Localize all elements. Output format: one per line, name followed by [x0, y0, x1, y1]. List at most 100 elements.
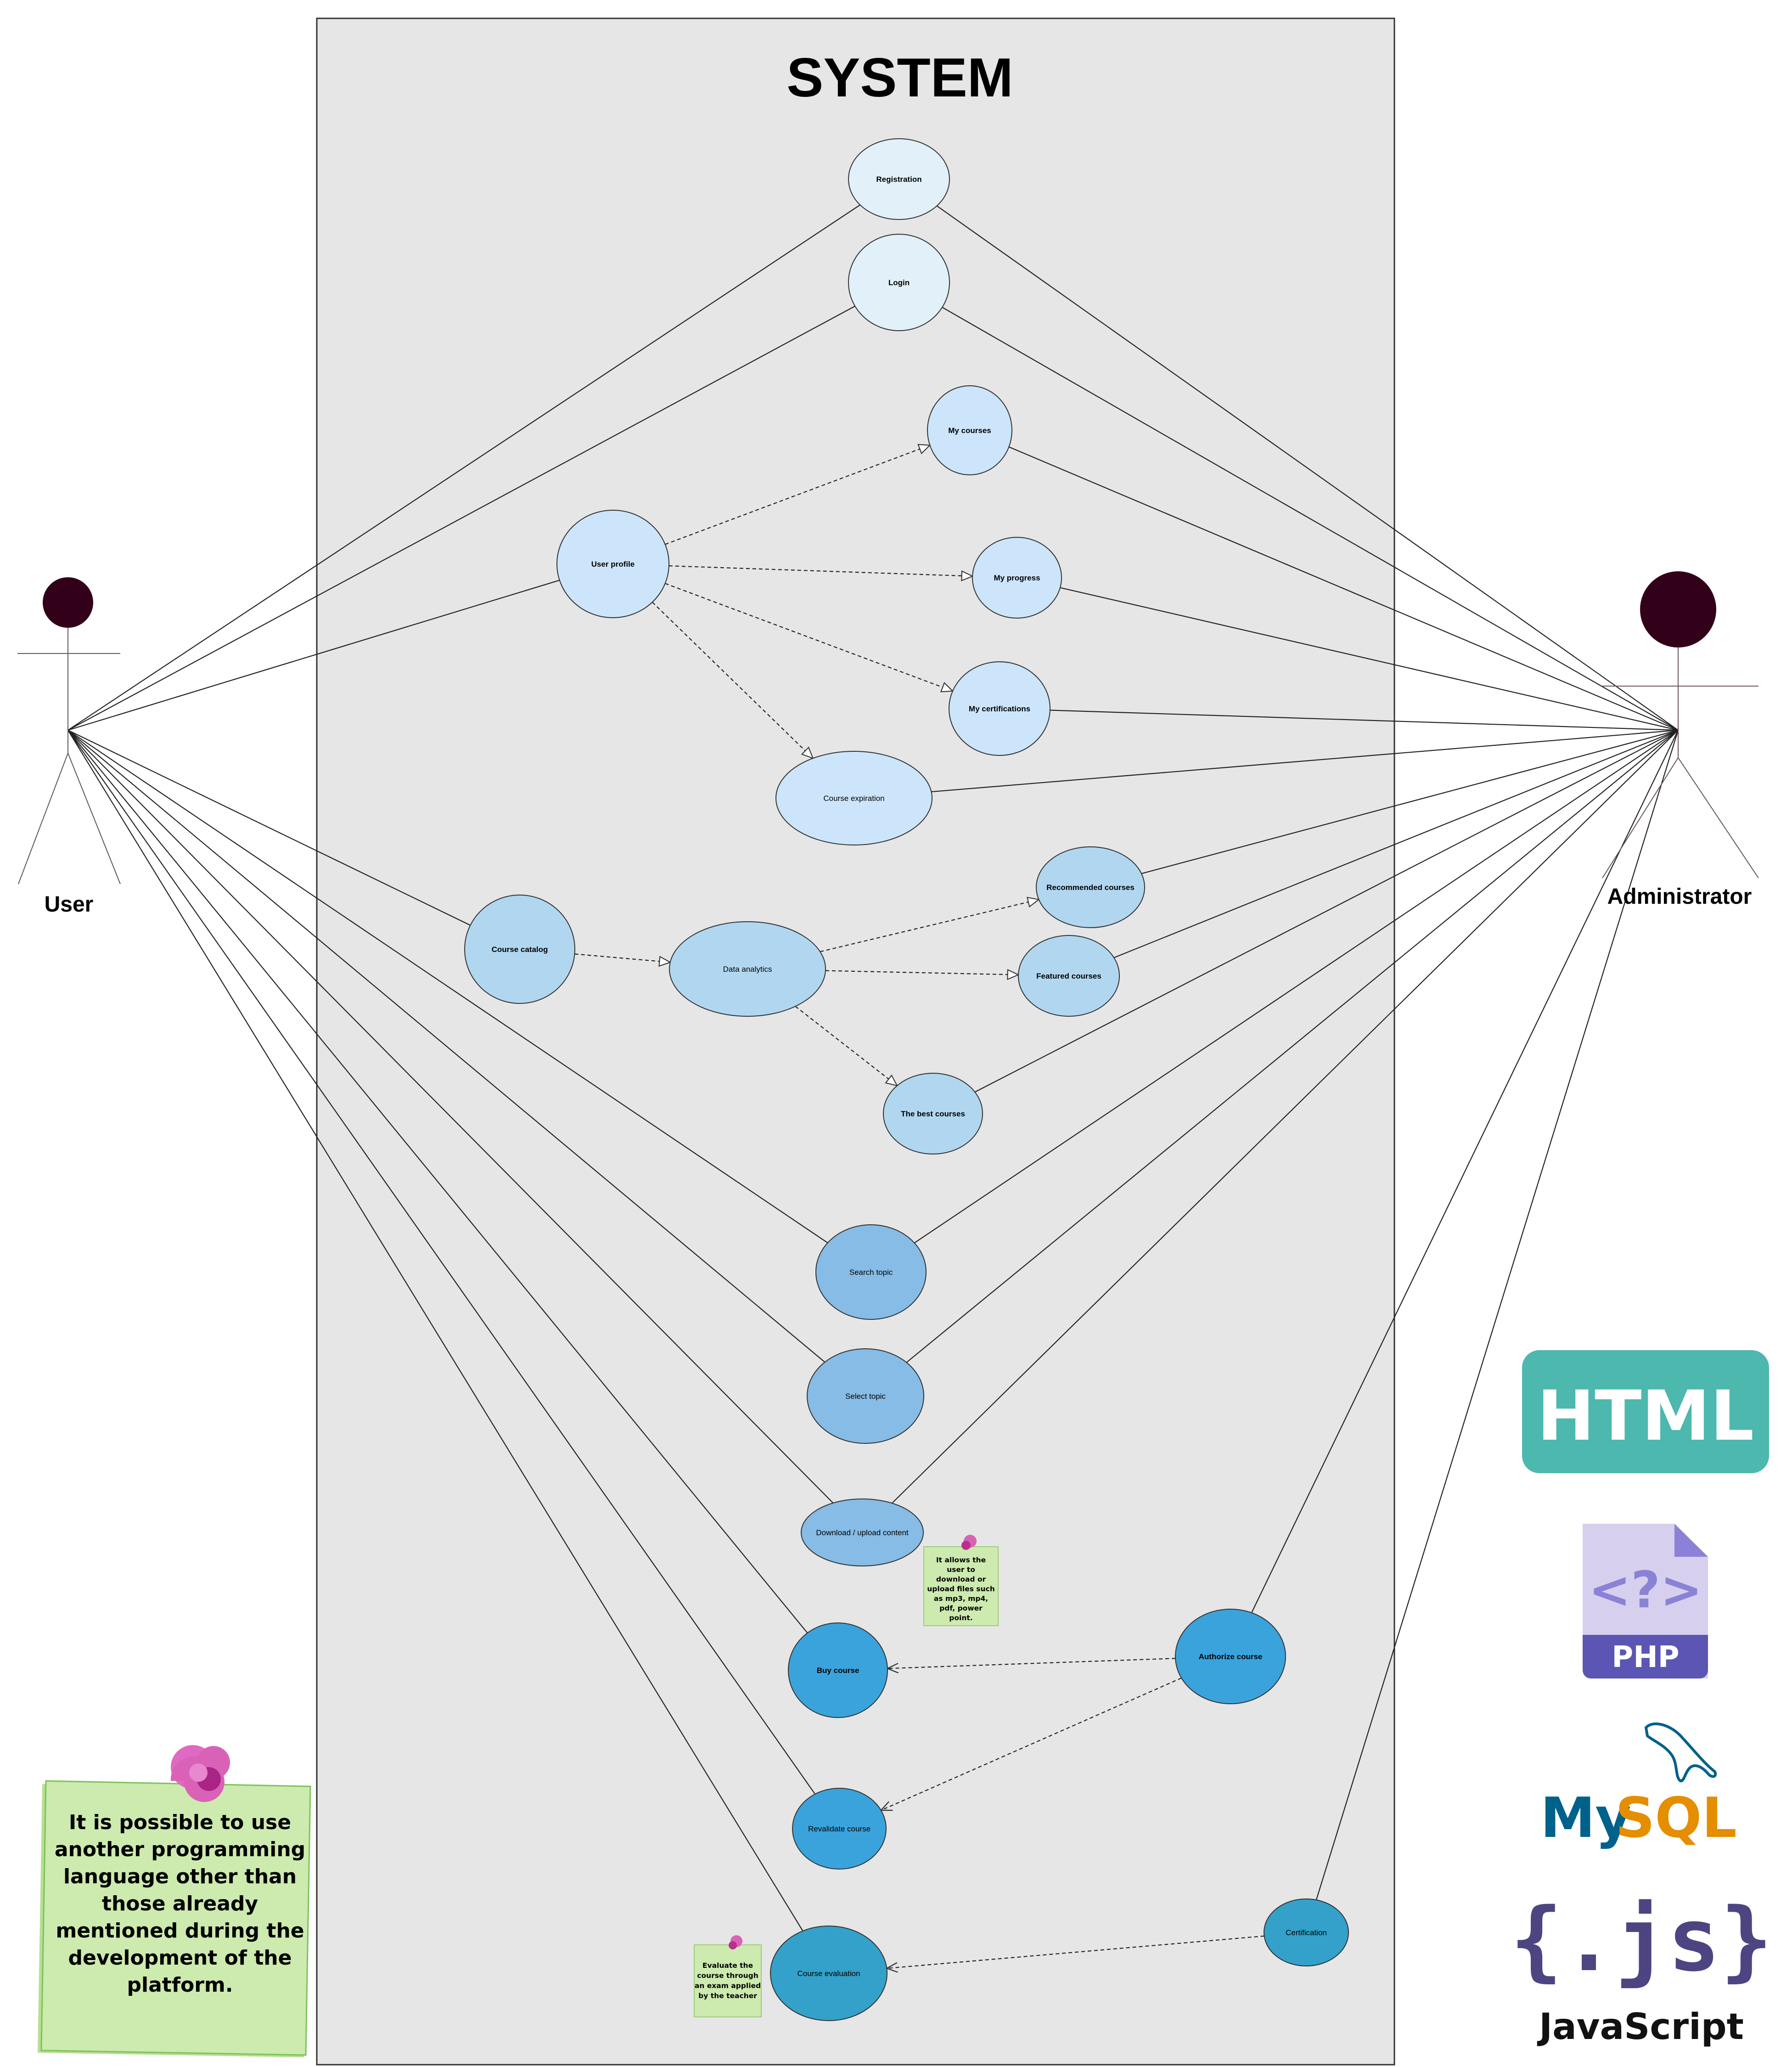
use-case-authorize-course[interactable]: Authorize course	[1175, 1609, 1286, 1704]
use-case-ellipse	[883, 1073, 983, 1155]
admin-association-download-upload	[892, 730, 1679, 1504]
use-case-download-upload[interactable]: Download / upload content	[801, 1498, 924, 1566]
administrator-actor-label: Administrator	[1607, 884, 1752, 909]
use-case-login[interactable]: Login	[848, 234, 950, 331]
note-line: upload files such	[927, 1585, 994, 1593]
use-case-search-topic[interactable]: Search topic	[815, 1224, 927, 1320]
system-boundary	[316, 17, 1395, 2066]
use-case-label: My certifications	[969, 704, 1030, 713]
dependency-data-analytics-to-best-courses	[795, 1006, 897, 1086]
admin-association-course-expiration	[931, 729, 1679, 793]
user-actor-label: User	[45, 892, 94, 917]
admin-association-featured-courses	[1113, 729, 1679, 958]
use-case-label: My progress	[994, 574, 1040, 582]
association-lines	[67, 204, 1679, 1932]
use-case-ellipse	[788, 1622, 888, 1718]
dependency-data-analytics-to-featured-courses	[825, 971, 1018, 975]
use-case-buy-course[interactable]: Buy course	[788, 1622, 888, 1718]
mysql-my-text: My	[1540, 1786, 1631, 1850]
use-case-ellipse	[556, 510, 669, 618]
user-actor[interactable]: User	[17, 577, 121, 917]
use-case-ellipse	[927, 385, 1012, 475]
user-association-registration	[67, 204, 860, 731]
dependency-user-profile-to-course-expiration	[652, 602, 813, 758]
php-logo: <?> PHP	[1583, 1524, 1708, 1678]
use-case-recommended-courses[interactable]: Recommended courses	[1036, 846, 1145, 928]
use-case-my-courses[interactable]: My courses	[927, 385, 1012, 475]
use-case-featured-courses[interactable]: Featured courses	[1018, 935, 1120, 1017]
note-line: point.	[949, 1614, 972, 1622]
use-case-label: User profile	[591, 560, 635, 569]
use-case-course-expiration[interactable]: Course expiration	[775, 751, 933, 845]
administrator-actor[interactable]: Administrator	[1602, 571, 1759, 909]
note-line: It allows the	[936, 1556, 986, 1564]
use-case-ellipse	[972, 537, 1062, 619]
administrator-actor-left-leg	[1602, 757, 1679, 879]
pin-icon	[729, 1935, 742, 1949]
note-line: pdf, power	[939, 1604, 983, 1612]
use-case-ellipse	[848, 138, 950, 220]
admin-association-registration	[936, 205, 1679, 731]
use-case-course-catalog[interactable]: Course catalog	[464, 895, 575, 1004]
use-case-ellipse	[1036, 846, 1145, 928]
use-case-ellipse	[669, 921, 826, 1017]
user-association-revalidate-course	[67, 730, 816, 1795]
use-case-best-courses[interactable]: The best courses	[883, 1073, 983, 1155]
use-case-ellipse	[1175, 1609, 1286, 1704]
note-line: user to	[947, 1566, 975, 1574]
html-logo-text: HTML	[1537, 1376, 1754, 1456]
use-case-revalidate-course[interactable]: Revalidate course	[792, 1788, 887, 1870]
mysql-logo: My SQL	[1540, 1722, 1737, 1850]
user-association-course-evaluation	[67, 730, 803, 1932]
use-case-ellipse	[1018, 935, 1120, 1017]
user-actor-right-leg	[67, 753, 121, 884]
use-case-my-certifications[interactable]: My certifications	[949, 661, 1050, 756]
dependency-certification-to-course-evaluation	[887, 1935, 1264, 1968]
dependency-course-catalog-to-data-analytics	[574, 953, 670, 962]
pin-icon	[961, 1535, 977, 1550]
administrator-actor-right-leg	[1678, 757, 1759, 879]
use-case-label: Course catalog	[492, 945, 548, 954]
use-case-label: Select topic	[845, 1392, 886, 1401]
user-association-login	[67, 305, 855, 731]
user-association-download-upload	[67, 730, 834, 1504]
dolphin-icon	[1644, 1722, 1717, 1782]
user-actor-left-leg	[18, 753, 68, 884]
administrator-actor-head	[1640, 571, 1716, 648]
note-line: Evaluate the	[702, 1961, 753, 1970]
js-braces-text: {.js}	[1510, 1889, 1773, 1991]
js-name-text: JavaScript	[1537, 2006, 1744, 2048]
note-line: download or	[936, 1575, 986, 1583]
use-case-ellipse	[775, 751, 933, 845]
admin-association-my-courses	[1008, 446, 1679, 731]
html-logo: HTML	[1522, 1350, 1769, 1473]
use-case-data-analytics[interactable]: Data analytics	[669, 921, 826, 1017]
use-case-ellipse	[801, 1498, 924, 1566]
use-case-course-evaluation[interactable]: Course evaluation	[770, 1926, 888, 2021]
use-case-label: The best courses	[901, 1110, 965, 1118]
use-case-label: Course expiration	[823, 794, 884, 803]
use-case-user-profile[interactable]: User profile	[556, 510, 669, 618]
use-case-label: Registration	[876, 175, 921, 184]
use-case-registration[interactable]: Registration	[848, 138, 950, 220]
use-case-ellipse	[1264, 1898, 1349, 1966]
note-line: by the teacher	[698, 1992, 757, 2000]
use-case-select-topic[interactable]: Select topic	[807, 1348, 924, 1444]
use-case-label: Login	[888, 278, 910, 287]
use-case-ellipse	[815, 1224, 927, 1320]
use-case-label: My courses	[948, 426, 991, 435]
use-case-my-progress[interactable]: My progress	[972, 537, 1062, 619]
user-association-buy-course	[67, 730, 808, 1633]
use-case-ellipse	[792, 1788, 887, 1870]
dependency-authorize-course-to-revalidate-course	[881, 1677, 1182, 1810]
use-case-certification[interactable]: Certification	[1264, 1898, 1349, 1966]
use-case-label: Certification	[1286, 1928, 1327, 1937]
user-actor-head	[43, 577, 93, 628]
use-case-ellipse	[807, 1348, 924, 1444]
admin-association-authorize-course	[1251, 730, 1679, 1613]
note-line: those already	[102, 1892, 258, 1915]
